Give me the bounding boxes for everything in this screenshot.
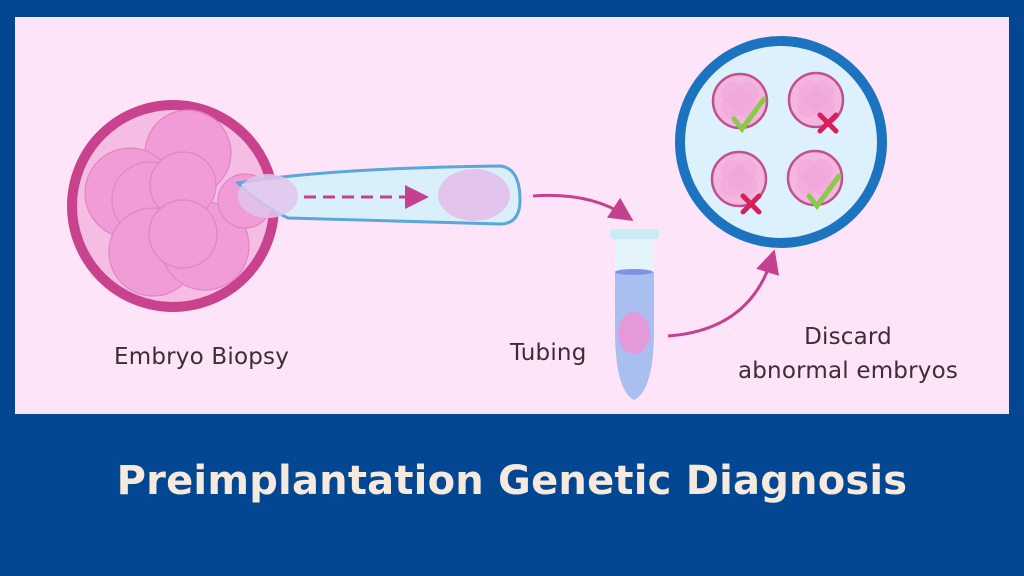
embryo-normal — [711, 72, 769, 134]
check-icon — [731, 96, 767, 134]
embryo-normal — [786, 149, 844, 211]
discard-line-2: abnormal embryos — [737, 358, 959, 384]
test-tube-icon — [610, 229, 659, 400]
step-label-embryo-biopsy: Embryo Biopsy — [114, 344, 290, 370]
sample-cell — [618, 312, 650, 354]
cross-icon — [817, 112, 839, 134]
embryo-abnormal — [710, 150, 768, 215]
extracted-cell — [438, 169, 510, 221]
biopsied-cell — [238, 174, 298, 218]
step-label-discard: Discard abnormal embryos — [728, 320, 968, 388]
cell — [148, 199, 218, 269]
check-icon — [806, 173, 842, 211]
embryo-dish — [675, 36, 887, 248]
step-label-tubing: Tubing — [510, 340, 587, 366]
arrow-to-tube-icon — [532, 193, 634, 221]
biopsy-pipette — [234, 164, 522, 226]
cross-icon — [740, 193, 762, 215]
arrow-to-dish-icon — [667, 249, 780, 338]
discard-line-1: Discard — [804, 324, 892, 350]
page-title: Preimplantation Genetic Diagnosis — [116, 458, 908, 504]
embryo-abnormal — [787, 71, 845, 134]
